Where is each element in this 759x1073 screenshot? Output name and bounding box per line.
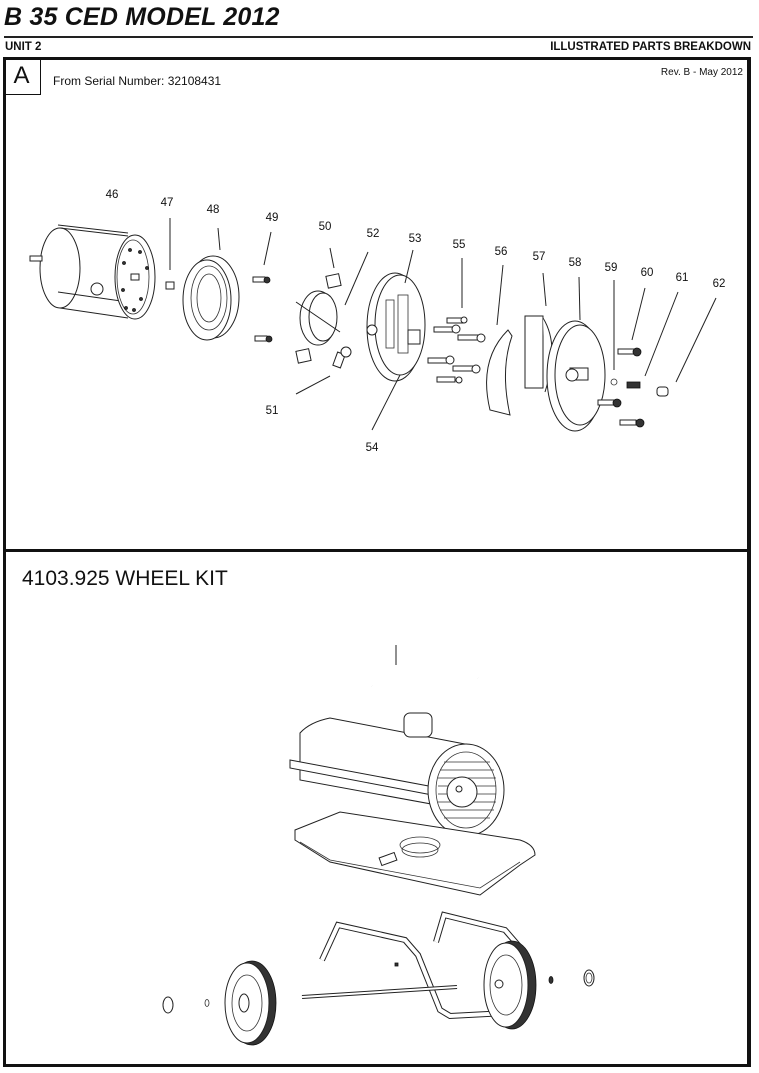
callout-60: 60 (640, 267, 654, 279)
unit-label: UNIT 2 (5, 41, 42, 53)
part-49-bolts-drawing (252, 231, 273, 343)
callout-54: 54 (365, 442, 379, 454)
part-58-disc-drawing (546, 276, 606, 432)
title-rule (4, 36, 753, 38)
revision-text: Rev. B - May 2012 (660, 67, 743, 78)
wheel-frame-drawing (301, 911, 534, 1020)
part-48-ring-drawing (182, 227, 240, 341)
document-title: B 35 CED MODEL 2012 (4, 3, 280, 31)
callout-59: 59 (604, 262, 618, 274)
callout-55: 55 (452, 239, 466, 251)
heater-body-drawing (289, 712, 536, 896)
section-label: ILLUSTRATED PARTS BREAKDOWN (550, 41, 751, 53)
callout-53: 53 (408, 233, 422, 245)
wheel-kit-title: 4103.925 WHEEL KIT (22, 567, 228, 590)
callout-62: 62 (712, 278, 726, 290)
callout-50: 50 (318, 221, 332, 233)
callout-56: 56 (494, 246, 508, 258)
panel-marker-a: A (3, 57, 41, 95)
serial-number-text: From Serial Number: 32108431 (53, 74, 222, 88)
callout-46: 46 (105, 189, 119, 201)
part-51-nozzle-drawing (295, 346, 352, 395)
callout-57: 57 (532, 251, 546, 263)
callout-51: 51 (265, 405, 279, 417)
section-divider (3, 549, 751, 552)
part-56-shield-drawing (486, 264, 513, 416)
callout-58: 58 (568, 257, 582, 269)
page-frame (3, 57, 751, 1067)
callout-48: 48 (206, 204, 220, 216)
part-53-54-housing-drawing (366, 249, 426, 431)
callout-47: 47 (160, 197, 174, 209)
handle-drawing (371, 571, 539, 696)
right-wheel-drawing (483, 940, 595, 1030)
part-47-clip-drawing (165, 218, 175, 290)
part-55-bolts-drawing (427, 258, 486, 384)
part-46-motor-drawing (29, 224, 156, 320)
callout-52: 52 (366, 228, 380, 240)
left-wheel-drawing (162, 960, 277, 1046)
part-59-62-small-parts-drawing (597, 280, 717, 428)
callout-61: 61 (675, 272, 689, 284)
part-50-52-fan-drawing (295, 247, 369, 364)
callout-49: 49 (265, 212, 279, 224)
